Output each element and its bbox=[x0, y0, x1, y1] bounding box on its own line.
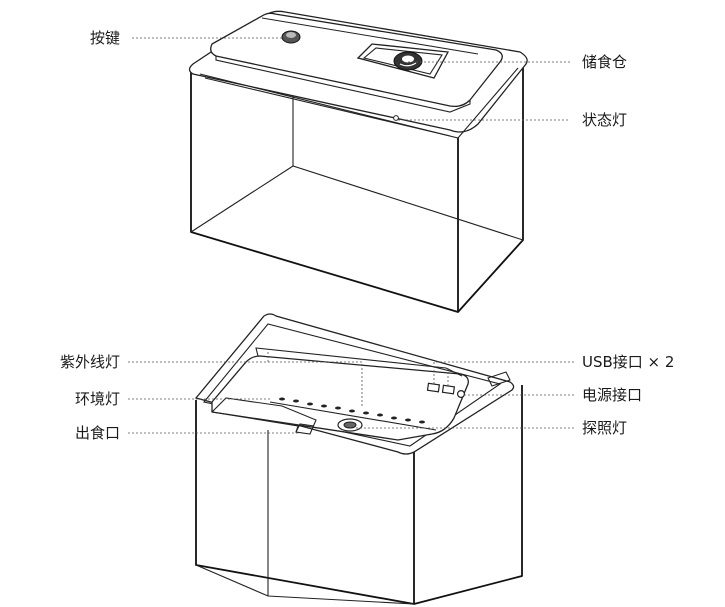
label-button: 按键 bbox=[90, 29, 120, 47]
label-uv-light: 紫外线灯 bbox=[60, 353, 120, 371]
top-unit bbox=[188, 10, 528, 313]
label-power-port: 电源接口 bbox=[582, 386, 642, 404]
power-port bbox=[457, 390, 466, 399]
bottom-tank bbox=[195, 385, 523, 605]
label-status-light: 状态灯 bbox=[582, 111, 627, 129]
label-food-outlet: 出食口 bbox=[75, 424, 120, 442]
label-spot-light: 探照灯 bbox=[582, 419, 627, 437]
labels: 按键 储食仓 状态灯 紫外线灯 环境灯 出食口 USB接口 × 2 电源接口 探… bbox=[60, 29, 674, 442]
status-light-dot bbox=[393, 115, 399, 121]
food-outlet bbox=[211, 397, 317, 435]
underside-housing bbox=[211, 355, 469, 441]
side-latch bbox=[487, 371, 511, 387]
led-strip bbox=[279, 397, 425, 424]
spot-light bbox=[337, 418, 363, 432]
label-storage: 储食仓 bbox=[582, 53, 627, 71]
top-tank bbox=[190, 62, 524, 313]
bottom-unit bbox=[194, 313, 523, 605]
label-ambient-light: 环境灯 bbox=[75, 390, 120, 408]
storage-window bbox=[356, 43, 450, 79]
leader-lines bbox=[128, 37, 574, 434]
label-usb-ports: USB接口 × 2 bbox=[582, 353, 674, 371]
usb-ports bbox=[426, 382, 456, 395]
lid-button bbox=[281, 30, 301, 44]
